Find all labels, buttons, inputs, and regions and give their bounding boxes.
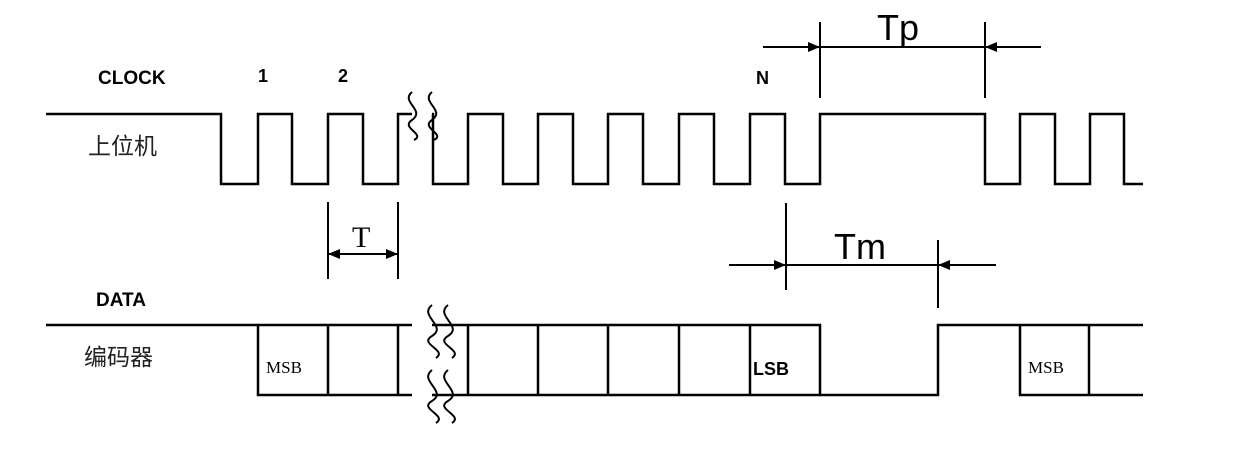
pulse-label-2: 2 xyxy=(338,66,348,86)
data-signal-label: DATA xyxy=(96,290,146,311)
tp-label: Tp xyxy=(877,7,919,48)
clock-source-label: 上位机 xyxy=(88,134,157,160)
pulse-label-1: 1 xyxy=(258,66,268,86)
data-waveform xyxy=(46,323,1143,397)
data-break-mark-lower xyxy=(427,369,456,424)
data-break-mark-upper xyxy=(427,304,456,359)
clock-waveform xyxy=(46,112,1143,186)
tm-label: Tm xyxy=(834,226,886,267)
tm-dimension xyxy=(729,203,996,308)
lsb-bit-label: LSB xyxy=(753,359,789,379)
clock-signal-label: CLOCK xyxy=(98,68,166,89)
msb-repeat-bit-label: MSB xyxy=(1028,358,1064,377)
tp-dimension xyxy=(763,22,1041,98)
clock-break-mark xyxy=(407,91,439,141)
t-dimension xyxy=(327,202,399,279)
data-source-label: 编码器 xyxy=(84,345,153,371)
t-label: T xyxy=(352,221,370,254)
pulse-label-n: N xyxy=(756,68,769,88)
msb-bit-label: MSB xyxy=(266,358,302,377)
